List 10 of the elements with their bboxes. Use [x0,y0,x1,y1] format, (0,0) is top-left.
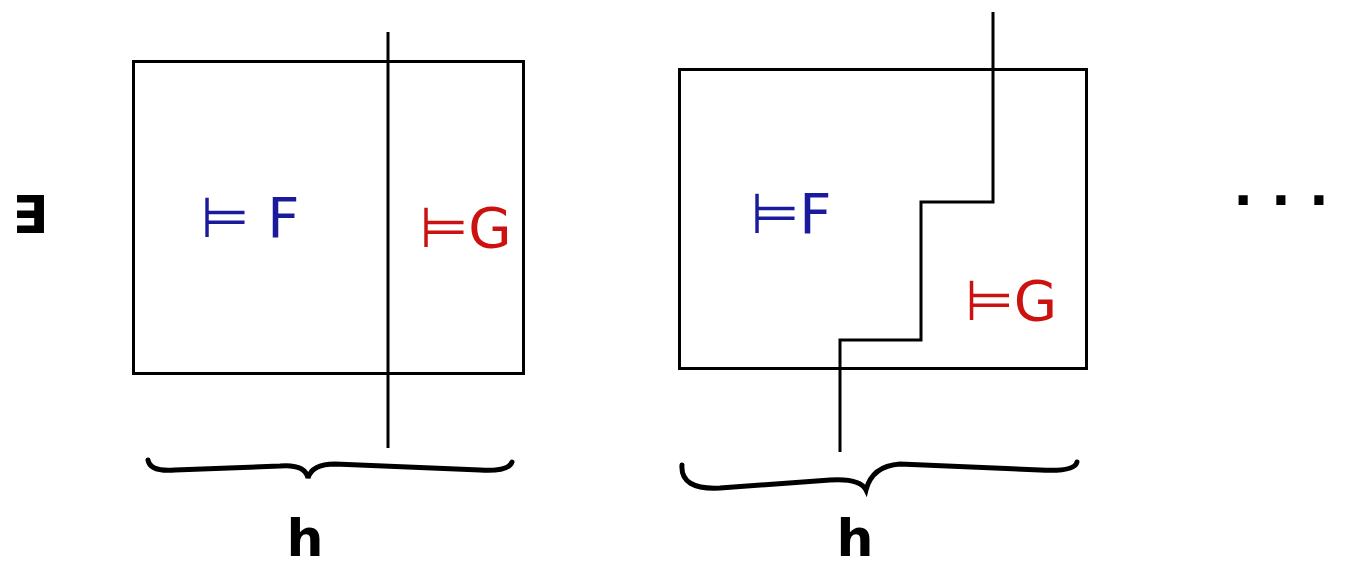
square-region [132,60,525,375]
formula-label: ⊨G [403,193,528,263]
brace-label: h [835,506,875,570]
brace-label: h [285,506,325,570]
ellipsis: · · · [1232,170,1330,230]
quantifier-symbol: ∃ [11,184,49,247]
formula-label: ⊨F [726,176,856,251]
formula-label: ⊨G [946,266,1076,336]
square-region [678,68,1088,370]
formula-label: ⊨ F [175,178,325,258]
